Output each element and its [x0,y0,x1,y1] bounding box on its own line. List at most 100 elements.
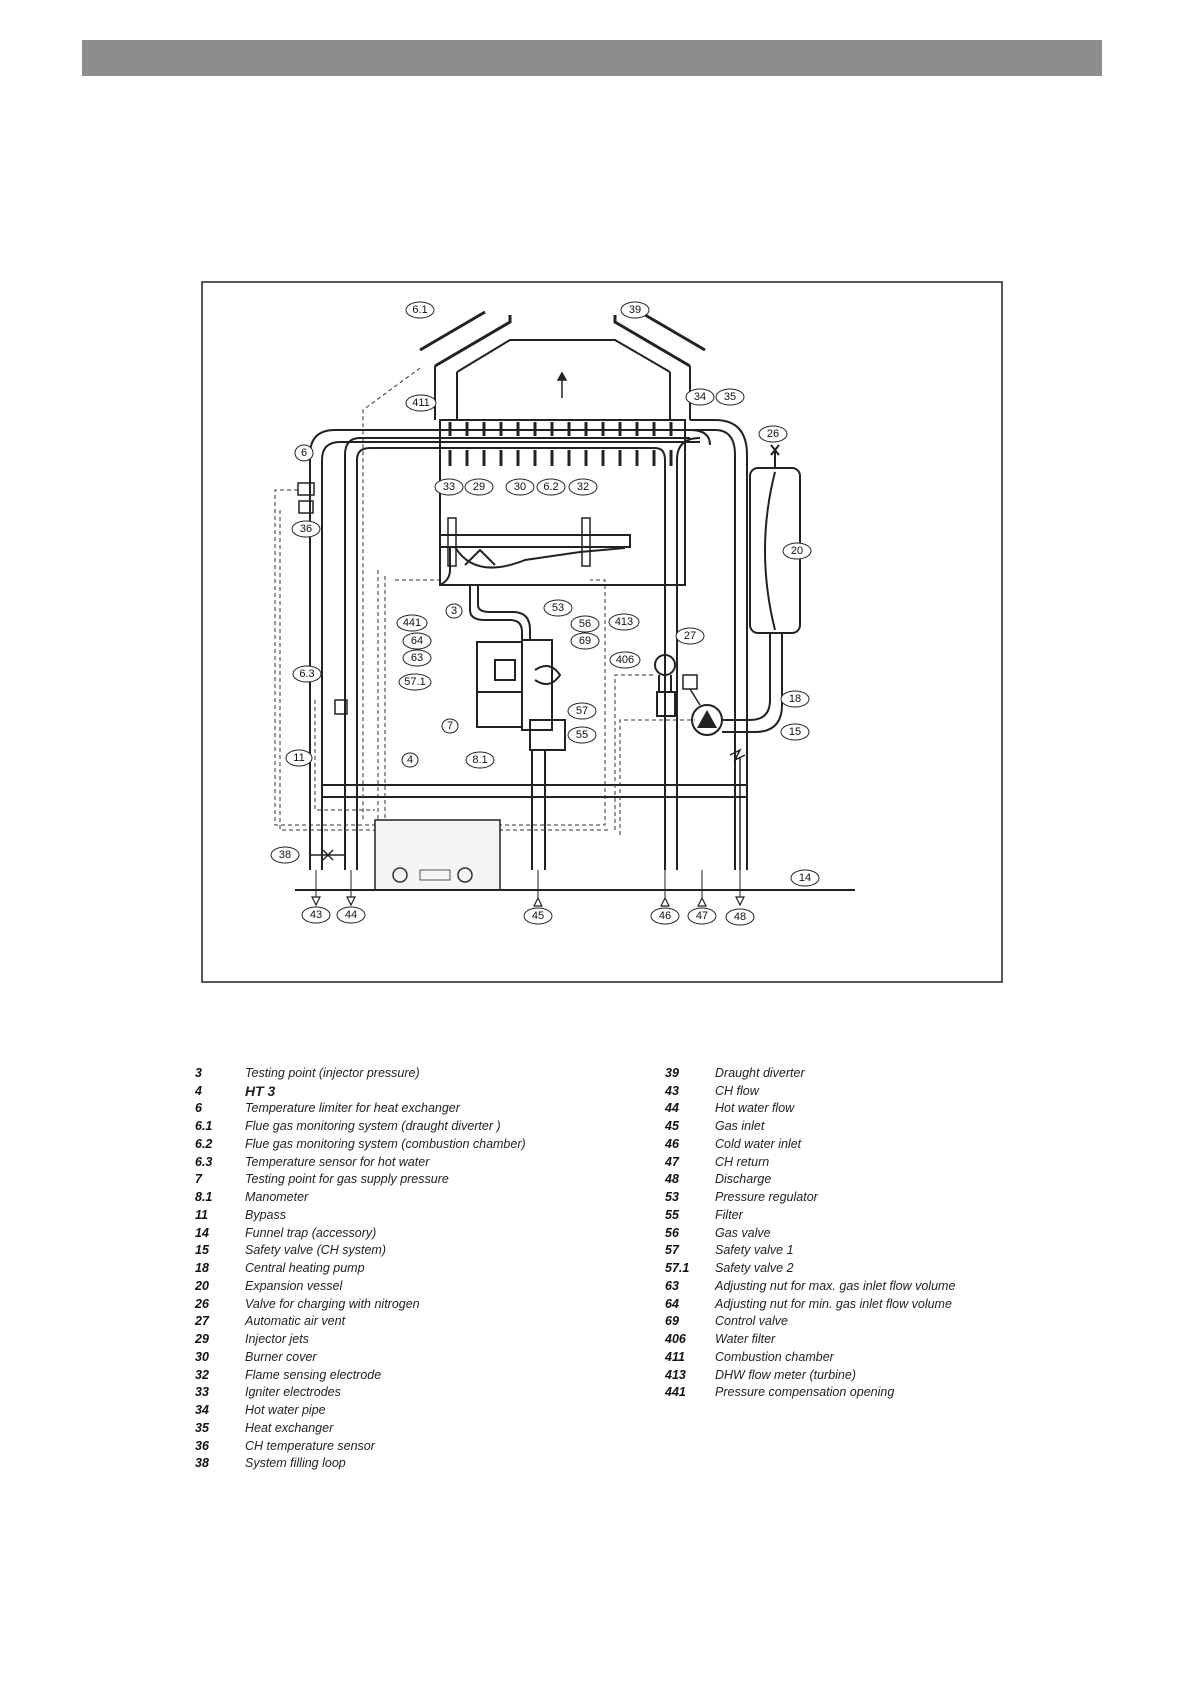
callout-15: 15 [780,723,810,741]
svg-text:56: 56 [579,618,591,630]
callout-39: 39 [620,301,650,319]
legend-description: Central heating pump [245,1261,365,1276]
sensor-boxes [297,482,348,715]
legend-description: Igniter electrodes [245,1385,341,1400]
svg-text:34: 34 [694,391,706,403]
callout-406: 406 [609,651,641,669]
legend-description: CH temperature sensor [245,1438,375,1453]
legend-description: Gas inlet [715,1119,765,1134]
gas-supply-pipe [469,585,531,640]
callout-4: 4 [401,752,419,768]
svg-text:14: 14 [799,872,811,884]
legend-number: 43 [665,1083,679,1098]
legend-number: 14 [195,1225,209,1240]
legend-number: 46 [665,1136,679,1151]
svg-text:6.1: 6.1 [412,304,427,316]
legend-number: 413 [665,1367,686,1382]
legend-description: Adjusting nut for min. gas inlet flow vo… [715,1296,952,1311]
legend-number: 32 [195,1367,209,1382]
callout-33: 33 [434,478,464,496]
callout-6.2: 6.2 [536,478,566,496]
legend-number: 47 [665,1154,679,1169]
svg-text:47: 47 [696,910,708,922]
legend-description: Safety valve (CH system) [245,1243,387,1258]
legend-description: Flame sensing electrode [245,1367,382,1382]
svg-text:57: 57 [576,705,588,717]
callout-27: 27 [675,627,705,645]
callout-441: 441 [396,614,428,632]
svg-text:53: 53 [552,602,564,614]
legend-description: Flue gas monitoring system (combustion c… [245,1136,526,1151]
legend-number: 6.1 [195,1119,213,1134]
combustion-chamber [439,419,686,586]
legend-number: 406 [665,1332,686,1347]
legend-number: 26 [195,1296,209,1311]
legend-number: 48 [665,1172,679,1187]
legend-number: 6.2 [195,1136,213,1151]
callout-38: 38 [270,846,300,864]
bypass-pipe [322,784,747,798]
legend-number: 18 [195,1261,209,1276]
legend-description: Pressure regulator [715,1190,818,1205]
callout-35: 35 [715,388,745,406]
legend-number: 11 [195,1207,208,1222]
svg-text:6.3: 6.3 [299,668,314,680]
heat-exchanger-fins-bottom [448,450,673,466]
legend-description: Burner cover [245,1349,317,1364]
legend-description: Discharge [715,1172,772,1187]
legend-number: 38 [195,1456,209,1471]
legend-number: 57.1 [665,1261,690,1276]
callout-413: 413 [608,613,640,631]
legend-number: 44 [665,1101,679,1116]
svg-text:15: 15 [789,726,801,738]
callout-8.1: 8.1 [465,751,495,769]
svg-text:57.1: 57.1 [404,676,425,688]
legend-description: Temperature sensor for hot water [245,1154,430,1169]
legend-description: Hot water flow [715,1101,795,1116]
svg-text:406: 406 [616,654,634,666]
callout-30: 30 [505,478,535,496]
ch-pump [691,704,723,736]
legend-description: Flue gas monitoring system (draught dive… [245,1119,501,1134]
legend-description: Control valve [715,1314,788,1329]
legend-number: 39 [665,1065,679,1080]
svg-text:7: 7 [447,720,453,732]
electrode-33 [447,517,457,567]
callout-411: 411 [405,394,437,412]
legend-description: Gas valve [715,1225,771,1240]
svg-text:6: 6 [301,447,307,459]
stub-lines [315,870,741,898]
svg-text:18: 18 [789,693,801,705]
svg-text:45: 45 [532,910,544,922]
pump-pipes [722,633,783,733]
ht3-controller [374,819,501,891]
connection-arrows [311,896,745,907]
svg-text:3: 3 [451,605,457,617]
callout-3: 3 [445,603,463,619]
legend-description: Expansion vessel [245,1278,343,1293]
callout-47: 47 [687,907,717,925]
callout-57.1: 57.1 [398,673,432,691]
legend-row: 18 Central heating pump [195,1259,526,1277]
legend-description: Combustion chamber [715,1349,834,1364]
legend-number: 3 [195,1065,202,1080]
svg-text:6.2: 6.2 [543,481,558,493]
legend-description: Pressure compensation opening [715,1385,895,1400]
